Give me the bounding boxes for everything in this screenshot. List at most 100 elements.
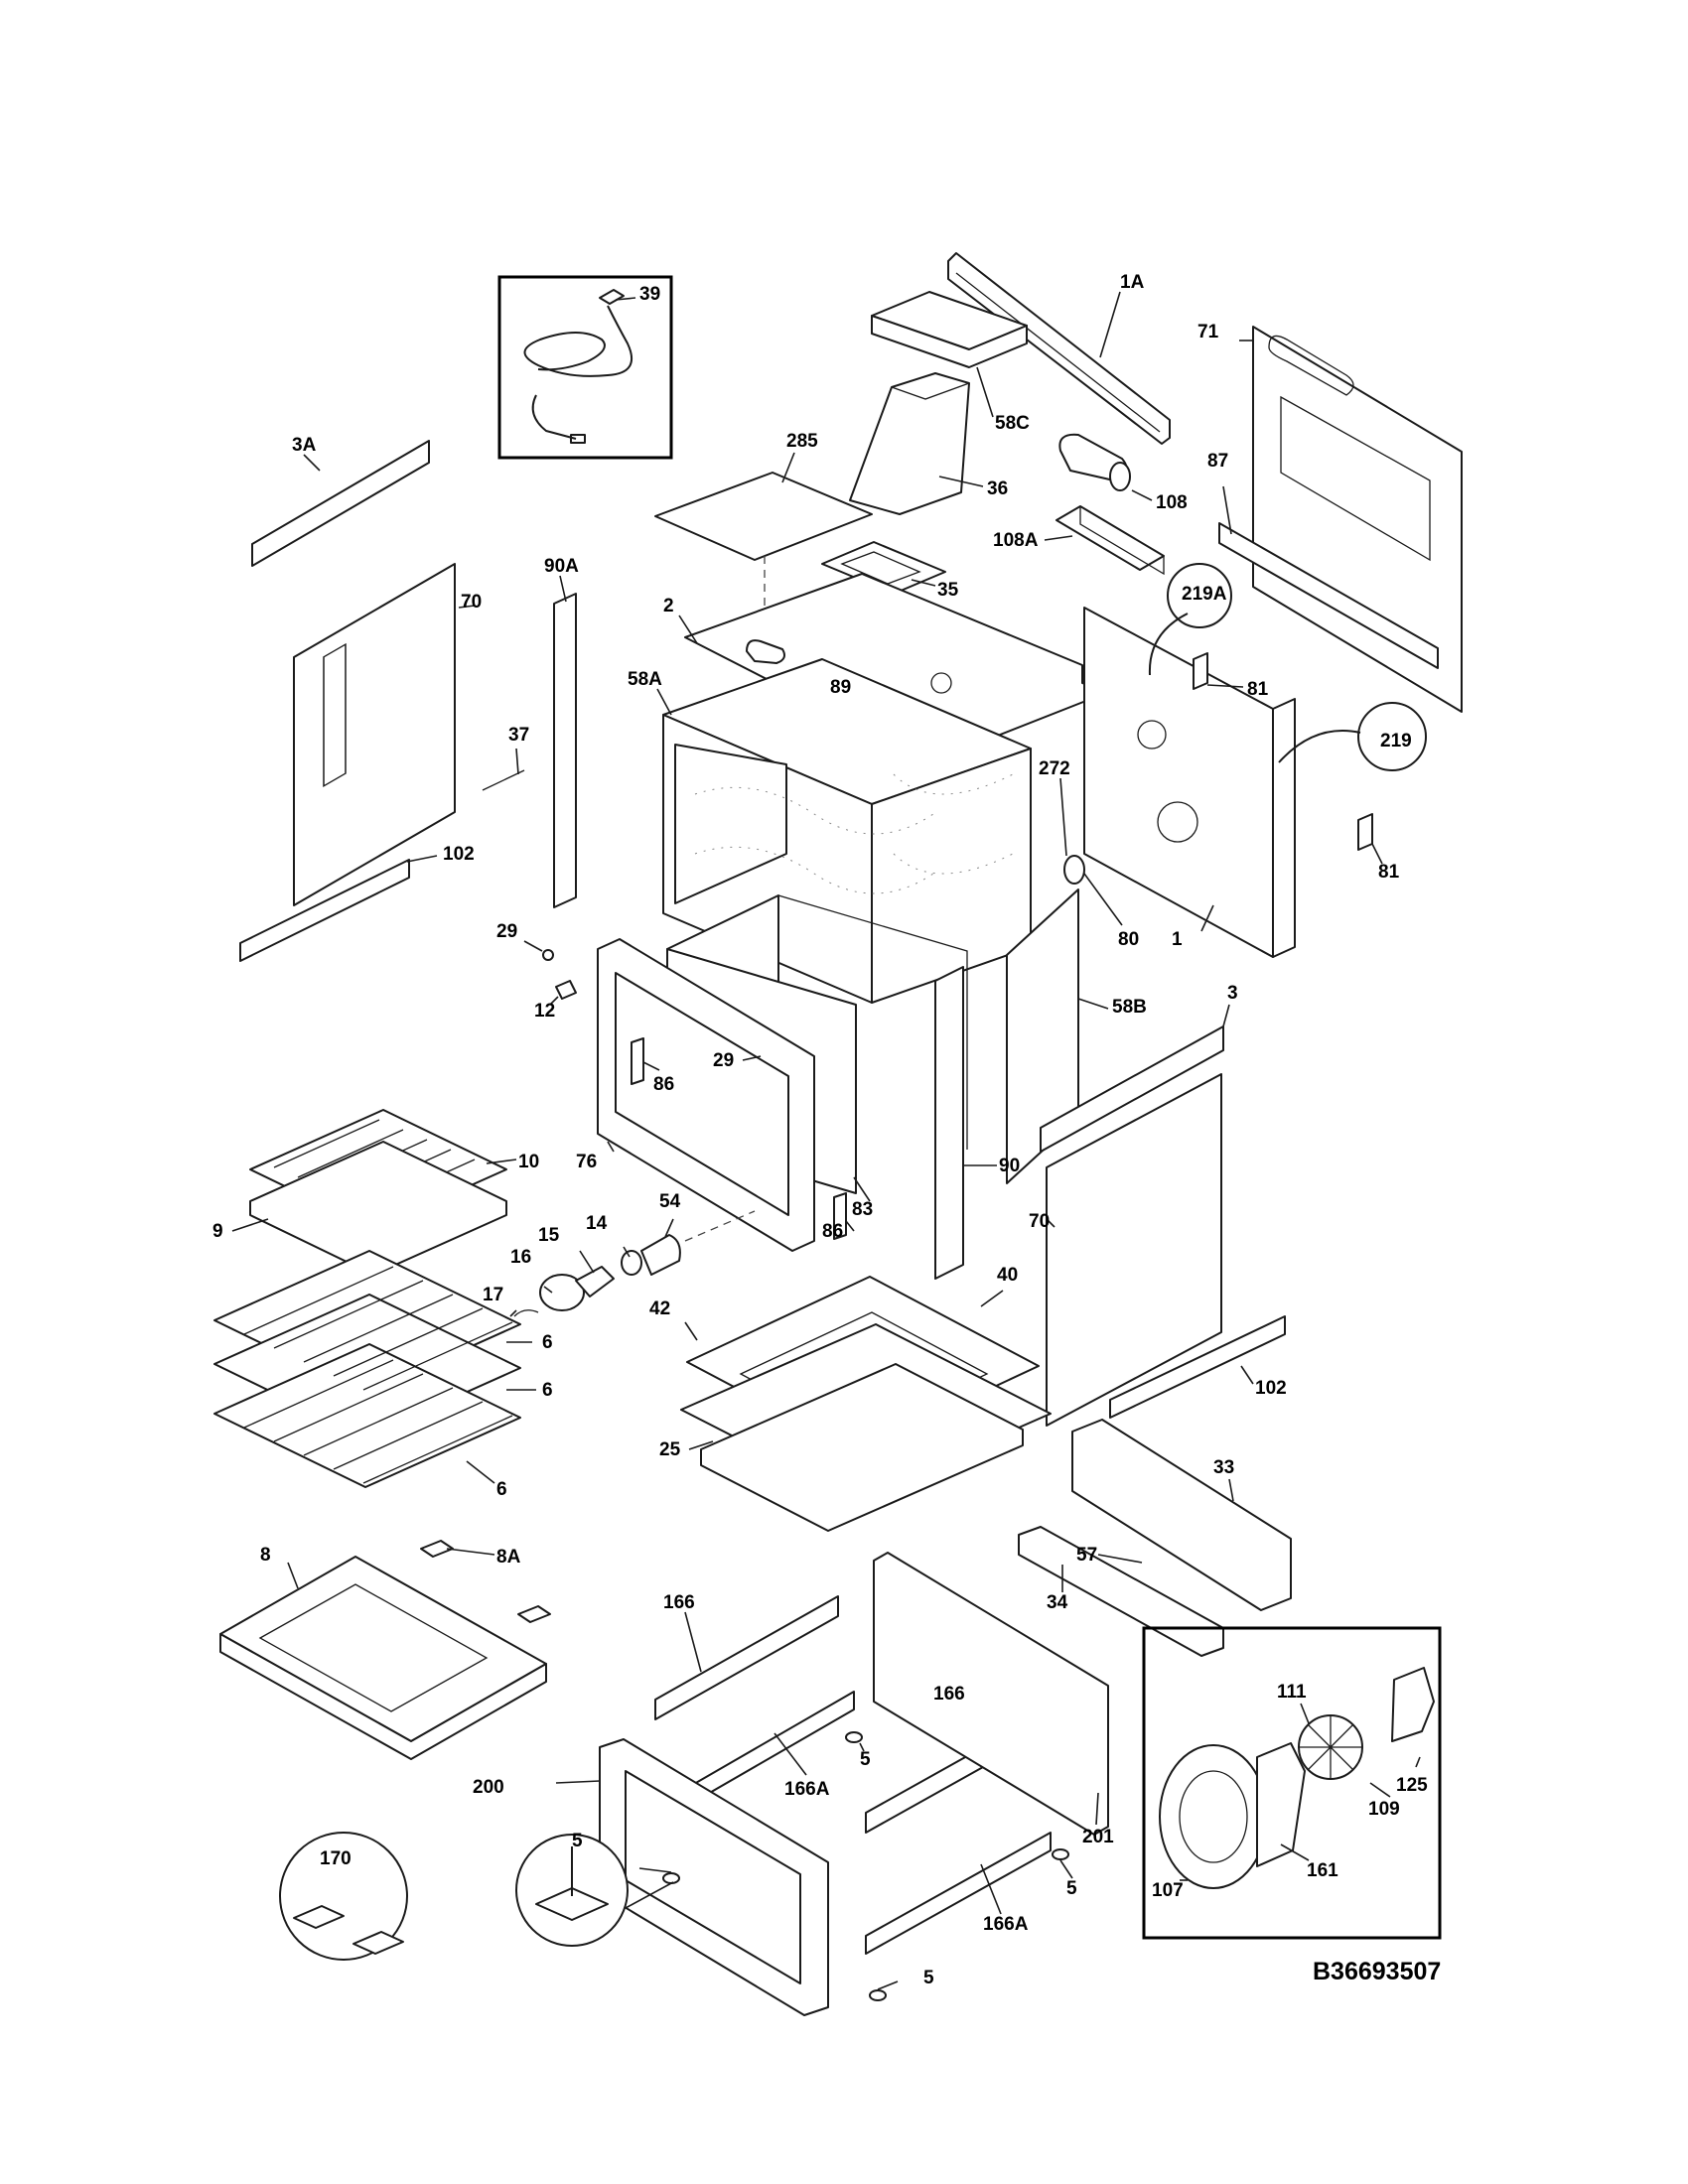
bracket-1-body xyxy=(1083,607,1274,958)
callout-58B: 58B xyxy=(1112,997,1147,1018)
cord-tail xyxy=(531,394,577,440)
callout-285: 285 xyxy=(786,431,818,452)
drawer-frames xyxy=(555,1552,1109,2016)
bracket-34 xyxy=(1018,1526,1224,1657)
thermostat-219-circle xyxy=(1357,702,1427,771)
leader-161 xyxy=(1280,1843,1310,1861)
leader-90A xyxy=(559,575,567,603)
bottom-25 xyxy=(700,1363,1024,1532)
oven-racks xyxy=(213,1250,536,1488)
callout-36: 36 xyxy=(987,478,1008,499)
callout-89: 89 xyxy=(830,677,851,698)
leader-58C xyxy=(976,366,994,418)
arrow-219A xyxy=(1148,613,1189,676)
motor-125 xyxy=(1391,1667,1435,1742)
leader-12 xyxy=(549,996,559,1006)
broiler-pan xyxy=(231,1109,517,1276)
bracket-33 xyxy=(1071,1419,1292,1611)
thermostat-219A-circle xyxy=(1167,563,1232,628)
thermostat-89 xyxy=(746,639,785,664)
callout-90A: 90A xyxy=(544,556,579,577)
leader-33 xyxy=(1228,1478,1234,1502)
leg-5-c xyxy=(1052,1848,1069,1860)
probe-37 xyxy=(482,769,525,791)
screw-29 xyxy=(542,949,554,961)
callout-109: 109 xyxy=(1368,1799,1400,1820)
right-rear-panel xyxy=(1218,326,1463,713)
cord-coil xyxy=(523,305,633,377)
leader-8 xyxy=(287,1562,299,1589)
oven-insulation-wrap xyxy=(656,658,1032,1004)
callout-219: 219 xyxy=(1380,731,1412,751)
frame-200-opening xyxy=(625,1770,801,1984)
right-side-assembly xyxy=(1040,1004,1286,1427)
leader-9 xyxy=(231,1218,269,1232)
rear-control-bracket xyxy=(1059,563,1427,958)
leader-102-right xyxy=(1240,1365,1254,1385)
fan-cover-107 xyxy=(1159,1744,1268,1889)
frame-201 xyxy=(873,1552,1109,1836)
callout-8: 8 xyxy=(260,1545,271,1566)
panel-71-body xyxy=(1252,326,1463,713)
leader-109 xyxy=(1369,1782,1391,1798)
callout-70-right: 70 xyxy=(1029,1211,1050,1232)
callout-17: 17 xyxy=(483,1285,503,1305)
wrap-58A-texture xyxy=(694,773,1014,894)
callout-6-a: 6 xyxy=(542,1332,553,1353)
leader-10 xyxy=(486,1159,517,1164)
leader-42 xyxy=(684,1321,698,1341)
callout-3: 3 xyxy=(1227,983,1238,1004)
callout-5-d: 5 xyxy=(923,1968,934,1988)
leader-17 xyxy=(509,1309,517,1317)
callout-10: 10 xyxy=(518,1152,539,1172)
leader-166-left xyxy=(684,1611,702,1673)
leader-200 xyxy=(555,1780,601,1784)
callout-81-top: 81 xyxy=(1247,679,1269,700)
leader-58A xyxy=(656,688,672,716)
leader-40 xyxy=(980,1290,1004,1307)
callout-58C: 58C xyxy=(995,413,1030,434)
leader-5-d xyxy=(877,1980,899,1990)
callout-70-left: 70 xyxy=(461,592,482,613)
leg-5-b xyxy=(662,1872,680,1884)
leader-16 xyxy=(543,1286,553,1294)
callout-6-c: 6 xyxy=(496,1479,507,1500)
rack-6-c-wires xyxy=(243,1359,513,1484)
callout-125: 125 xyxy=(1396,1775,1428,1796)
oven-bottom-assembly xyxy=(680,1276,1052,1532)
leader-5-circle xyxy=(625,1881,674,1909)
callout-labels: 39 1A 71 58C 3A 285 36 108 87 108A 35 90… xyxy=(212,272,1441,1988)
detail-circles xyxy=(279,1832,674,1961)
leader-80 xyxy=(1083,873,1123,926)
fan-108-end xyxy=(1109,462,1131,491)
callout-102-left: 102 xyxy=(443,844,475,865)
leader-285 xyxy=(781,452,795,483)
inset-frame-power-cord xyxy=(497,275,673,460)
side-trims xyxy=(553,575,997,1280)
hinge-receivers xyxy=(631,1037,855,1240)
callout-6-b: 6 xyxy=(542,1380,553,1401)
leader-102-left xyxy=(406,855,438,863)
insulation-pad xyxy=(654,452,873,615)
door-frame xyxy=(597,938,815,1252)
drawer-8-floor xyxy=(258,1583,489,1712)
drawer-8 xyxy=(219,1556,547,1742)
leader-8A xyxy=(446,1548,495,1556)
leader-111 xyxy=(1300,1703,1310,1724)
cooling-fan-assembly xyxy=(1044,433,1165,576)
fan-cover-107-grill xyxy=(1179,1770,1248,1863)
slide-166A-lower xyxy=(865,1832,1052,1955)
bracket-3 xyxy=(1040,1025,1224,1153)
storage-drawer xyxy=(219,1540,551,1760)
cord-terminal xyxy=(570,434,586,444)
callout-34: 34 xyxy=(1047,1592,1068,1613)
leader-5-a xyxy=(859,1742,865,1752)
leader-87 xyxy=(1222,485,1232,535)
callout-102-right: 102 xyxy=(1255,1378,1287,1399)
slide-166-left xyxy=(654,1595,839,1720)
callout-12: 12 xyxy=(534,1001,555,1022)
convection-fan-inset xyxy=(1142,1626,1442,1940)
rack-6-a-wires xyxy=(243,1266,513,1391)
callout-90: 90 xyxy=(999,1156,1020,1176)
